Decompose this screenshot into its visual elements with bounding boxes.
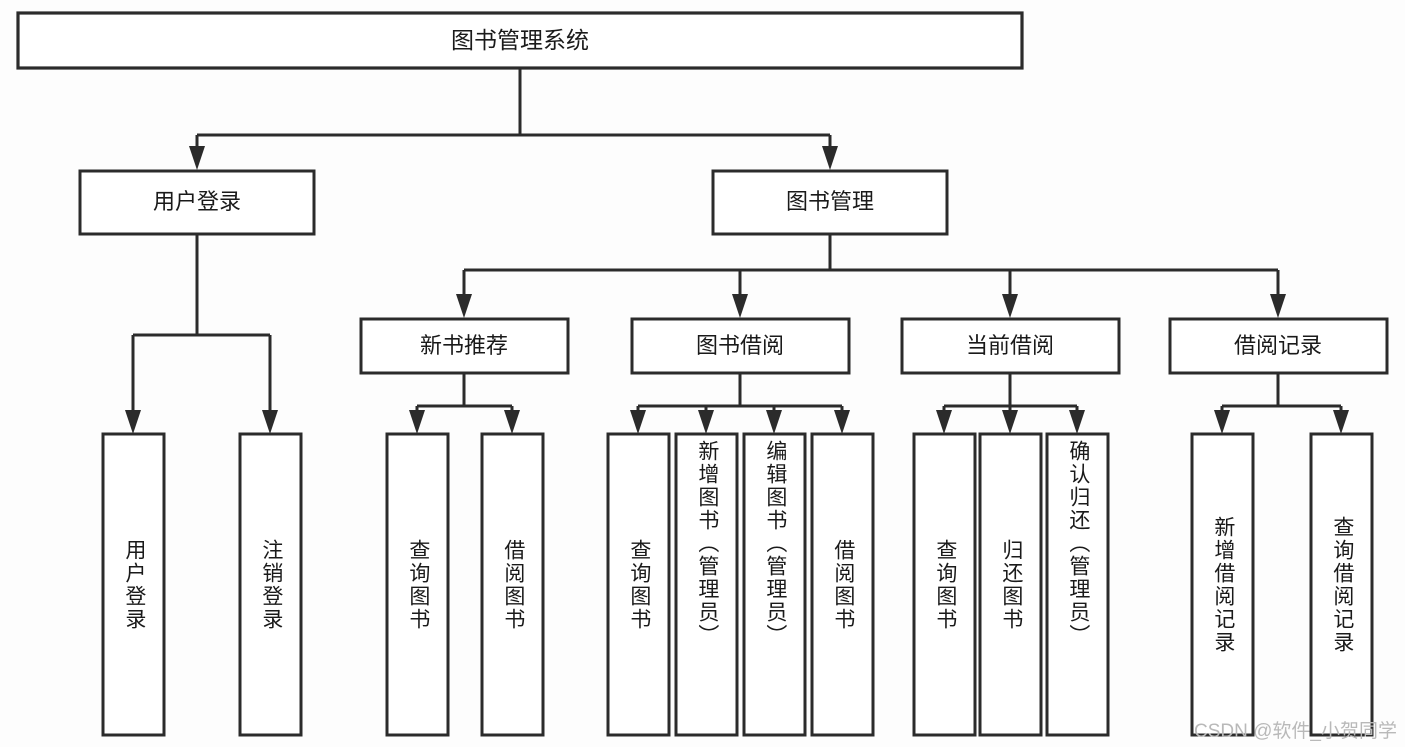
arrowhead-leaf-edit-book [766,410,782,434]
arrowhead-leaf-query-book-2 [630,410,646,434]
connector-user-login-to-leaves [125,234,278,434]
connector-new-book-recommend-to-leaves [409,373,520,434]
node-user-login-box[interactable] [78,169,316,236]
leaf-query-book-3-box[interactable] [912,432,977,737]
leaf-confirm-return-box[interactable] [1045,432,1110,737]
node-book-borrow-box[interactable] [630,317,851,375]
leaf-borrow-book-1-box[interactable] [480,432,545,737]
arrowhead-leaf-confirm-return [1069,410,1085,434]
arrowhead-leaf-query-book-1 [409,410,425,434]
connector-book-management-to-level3 [456,234,1286,318]
node-new-book-recommend[interactable]: 新书推荐 [359,317,570,375]
arrowhead-leaf-return-book [1002,410,1018,434]
connector-book-borrow-to-leaves [630,373,850,434]
arrowhead-leaf-query-record [1333,410,1349,434]
arrowhead-leaf-user-logout [262,410,278,434]
node-new-book-recommend-box[interactable] [359,317,570,375]
leaf-add-record-box[interactable] [1190,432,1255,737]
leaf-return-book-box[interactable] [978,432,1043,737]
node-borrow-record[interactable]: 借阅记录 [1168,317,1389,375]
node-user-login-label: 用户登录 [153,189,241,214]
leaf-edit-book-box[interactable] [742,432,807,737]
node-book-borrow-label: 图书借阅 [696,333,784,358]
node-book-management-box[interactable] [711,169,949,236]
arrowhead-borrow-record [1270,294,1286,318]
arrowhead-book-borrow [732,294,748,318]
csdn-watermark: CSDN @软件_小贺同学 [1194,721,1397,742]
arrowhead-leaf-add-record [1214,410,1230,434]
node-current-borrow-box[interactable] [900,317,1121,375]
connector-borrow-record-to-leaves [1214,373,1349,434]
node-borrow-record-box[interactable] [1168,317,1389,375]
arrowhead-current-borrow [1002,294,1018,318]
leaf-query-book-1-box[interactable] [385,432,450,737]
connector-root-to-level2 [189,68,838,170]
arrowhead-book-management [822,146,838,170]
connector-current-borrow-to-leaves [936,373,1085,434]
node-book-borrow[interactable]: 图书借阅 [630,317,851,375]
arrowhead-user-login [189,146,205,170]
node-root[interactable]: 图书管理系统 [16,11,1024,70]
leaf-query-book-2-box[interactable] [606,432,671,737]
node-user-login[interactable]: 用户登录 [78,169,316,236]
leaf-user-logout-box[interactable] [238,432,303,737]
node-book-management-label: 图书管理 [786,189,874,214]
leaf-boxes [101,432,1374,737]
arrowhead-leaf-add-book [698,410,714,434]
arrowhead-leaf-borrow-book-1 [504,410,520,434]
leaf-borrow-book-2-box[interactable] [810,432,875,737]
arrowhead-new-book-recommend [456,294,472,318]
node-root-label: 图书管理系统 [451,27,589,53]
arrowhead-leaf-user-login [125,410,141,434]
leaf-user-login-box[interactable] [101,432,166,737]
node-borrow-record-label: 借阅记录 [1234,333,1322,358]
leaf-query-record-box[interactable] [1309,432,1374,737]
node-new-book-recommend-label: 新书推荐 [420,333,508,358]
arrowhead-leaf-borrow-book-2 [834,410,850,434]
leaf-add-book-box[interactable] [674,432,739,737]
node-current-borrow-label: 当前借阅 [966,333,1054,358]
arrowhead-leaf-query-book-3 [936,410,952,434]
node-book-management[interactable]: 图书管理 [711,169,949,236]
node-root-box[interactable] [16,11,1024,70]
node-current-borrow[interactable]: 当前借阅 [900,317,1121,375]
